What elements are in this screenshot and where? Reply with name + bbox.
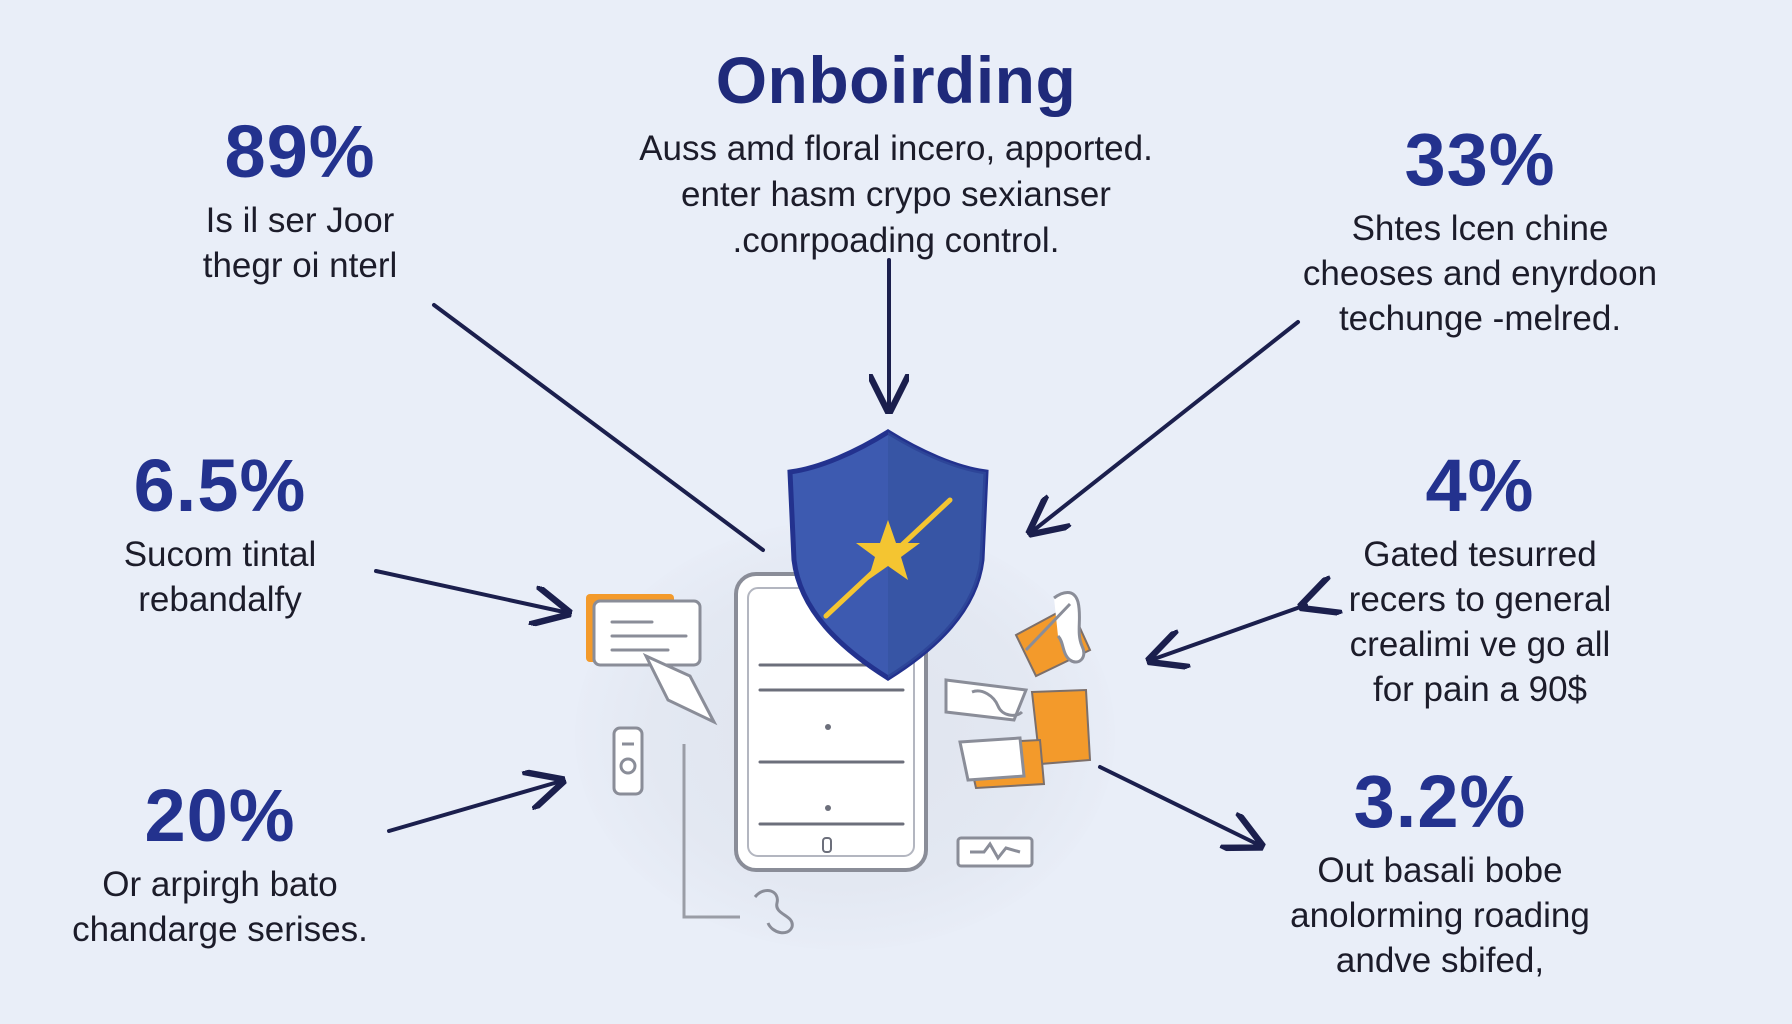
subtitle: Auss amd floral incero, apported. enter … [546, 126, 1246, 264]
stat-value: 6.5% [133, 444, 307, 527]
arrow-33 [1034, 320, 1300, 530]
subtitle-line: Auss amd floral incero, apported. [639, 129, 1153, 168]
stat-desc: andve sbifed, [1335, 941, 1545, 980]
stat-desc: rebandalfy [138, 580, 302, 619]
cash-icon [944, 591, 1092, 790]
stat-desc: chandarge serises. [72, 910, 368, 949]
arrow-6-5 [374, 569, 564, 612]
stat-desc: techunge -melred. [1338, 299, 1622, 338]
arrow-4 [1154, 605, 1306, 659]
stat-desc: crealimi ve go all [1349, 625, 1611, 664]
arrow-20 [387, 782, 558, 833]
subtitle-line: .conrpoading control. [732, 221, 1060, 260]
star-icon [856, 520, 920, 580]
page-title: Onboirding [715, 43, 1077, 117]
stat-desc: anolorming roading [1290, 896, 1590, 935]
stat-desc: cheoses and enyrdoon [1302, 254, 1658, 293]
stat-desc: Out basali bobe [1317, 851, 1563, 890]
stat-value: 20% [144, 774, 296, 857]
stat-desc: Is il ser Joor [205, 201, 395, 240]
stat-33: 33% Shtes lcen chine cheoses and enyrdoo… [1260, 120, 1700, 341]
shield-icon [787, 429, 989, 681]
arrow-3-2 [1098, 765, 1257, 844]
key-icon [956, 836, 1034, 868]
stat-desc: Shtes lcen chine [1351, 209, 1609, 248]
stat-desc: Sucom tintal [123, 535, 317, 574]
stat-value: 89% [224, 110, 376, 193]
stat-value: 4% [1425, 444, 1535, 527]
stat-desc: Gated tesurred [1363, 535, 1597, 574]
stat-value: 3.2% [1353, 760, 1527, 843]
stat-desc: thegr oi nterl [202, 246, 398, 285]
card-icon [586, 594, 718, 726]
phone-icon [612, 726, 644, 796]
stat-3-2: 3.2% Out basali bobe anolorming roading … [1260, 762, 1620, 983]
stat-desc: Or arpirgh bato [102, 865, 338, 904]
stat-value: 33% [1404, 118, 1556, 201]
stat-20: 20% Or arpirgh bato chandarge serises. [50, 776, 390, 952]
stat-6-5: 6.5% Sucom tintal rebandalfy [60, 446, 380, 622]
arrow-89 [432, 303, 765, 552]
stat-desc: for pain a 90$ [1372, 670, 1588, 709]
stat-4: 4% Gated tesurred recers to general crea… [1300, 446, 1660, 712]
stat-89: 89% Is il ser Joor thegr oi nterl [140, 112, 460, 288]
subtitle-line: enter hasm crypo sexianser [681, 175, 1111, 214]
stat-desc: recers to general [1348, 580, 1612, 619]
